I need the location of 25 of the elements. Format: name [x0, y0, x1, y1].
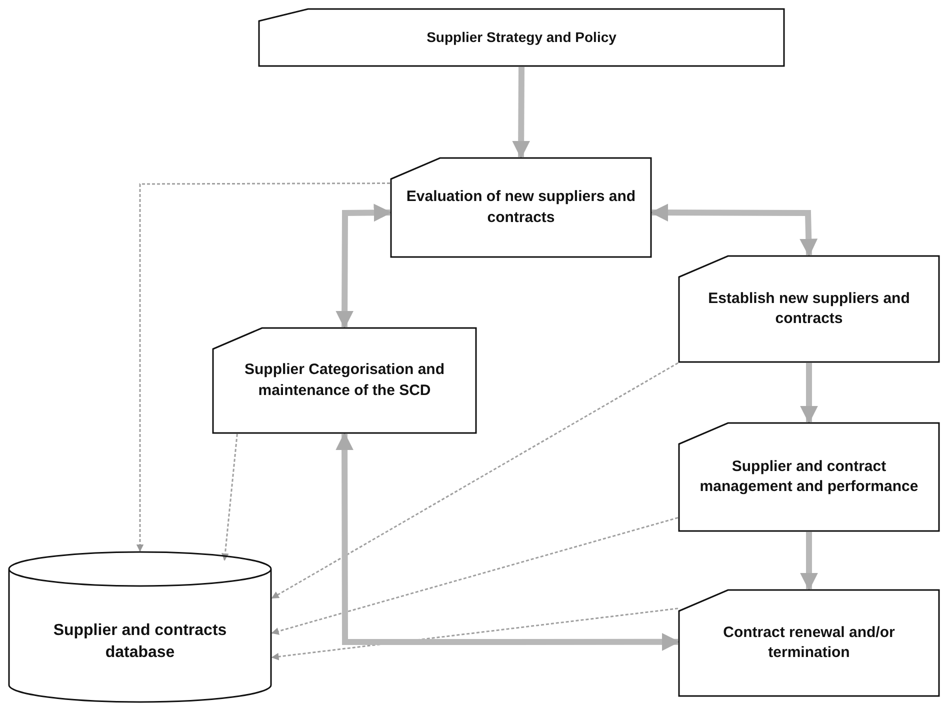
process-box [212, 327, 477, 434]
node-label: Supplier Strategy and Policy [426, 28, 618, 47]
process-box [678, 255, 940, 363]
node-label: Establish new suppliers and contracts [707, 288, 911, 329]
arrow [800, 363, 818, 424]
node-label: Supplier Categorisation and maintenance of the SCD [243, 360, 446, 400]
node-label: Evaluation of new suppliers and contracts [405, 187, 637, 228]
arrow [271, 608, 678, 660]
arrow [136, 182, 390, 552]
process-box [390, 157, 652, 258]
node-label: Contract renewal and/or termination [722, 622, 896, 663]
arrow [336, 432, 680, 651]
arrow [650, 204, 818, 257]
arrow [271, 516, 678, 635]
arrow [336, 204, 392, 329]
process-box [678, 422, 940, 532]
database-cylinder [8, 551, 272, 703]
arrow [221, 434, 238, 561]
process-box [678, 589, 940, 697]
arrow [512, 66, 530, 159]
arrow [271, 362, 678, 599]
node-label: Supplier and contracts database [52, 621, 228, 663]
node-label: Supplier and contract management and performance [698, 456, 920, 497]
arrow [800, 532, 818, 591]
process-box [258, 8, 785, 67]
